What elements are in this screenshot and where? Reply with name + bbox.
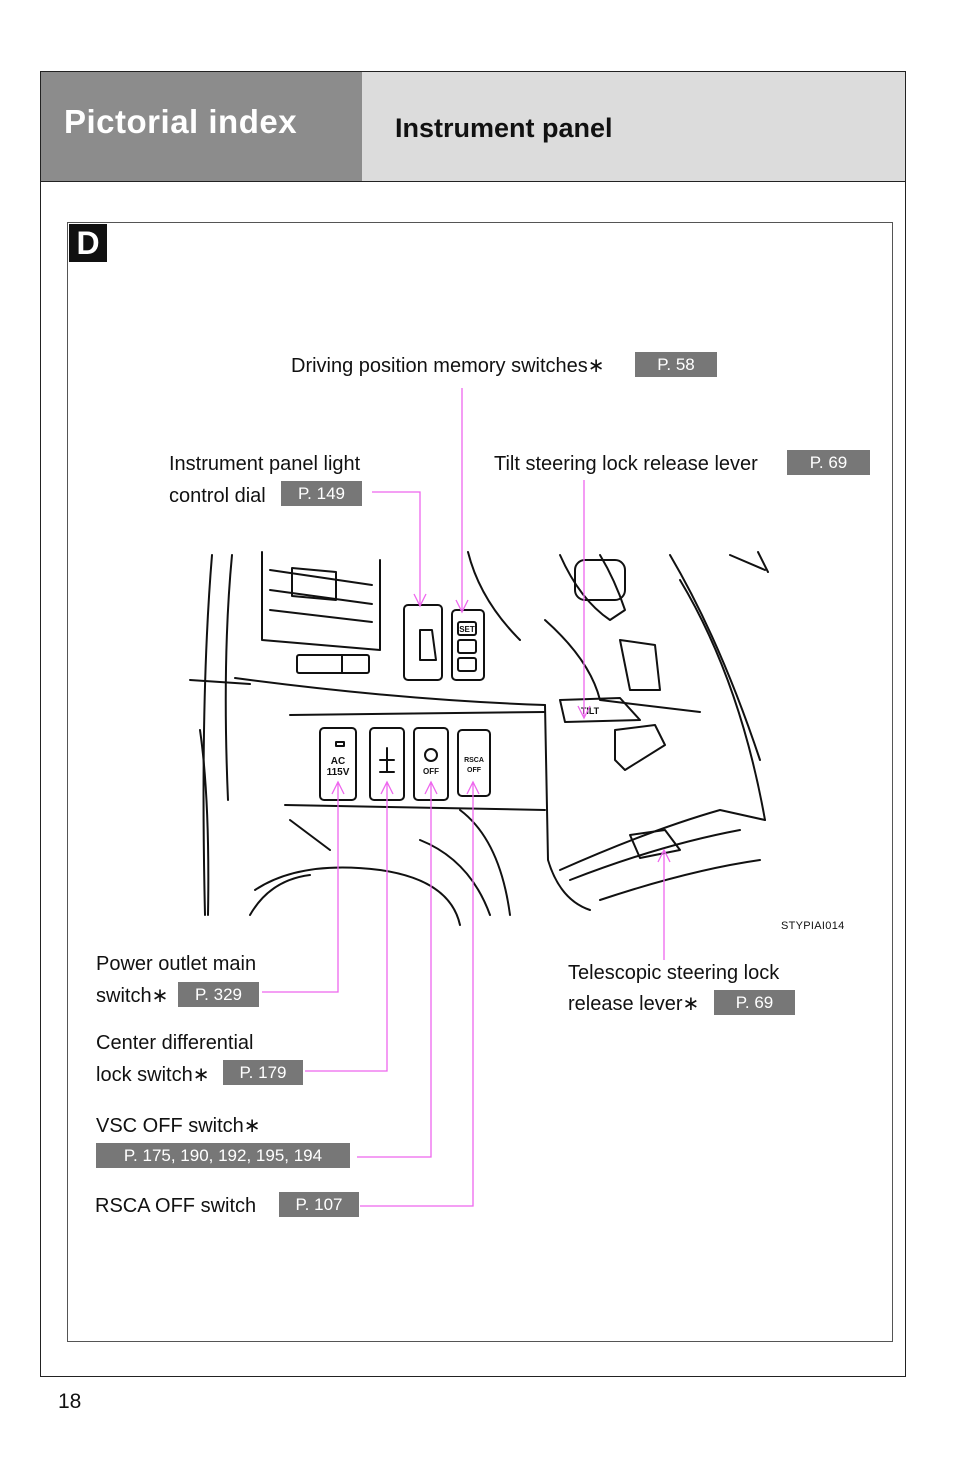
power-outlet-label-line2: switch∗: [96, 985, 169, 1007]
telescopic-page-ref[interactable]: P. 69: [714, 990, 795, 1015]
page-title: Pictorial index: [64, 103, 298, 140]
tilt-lever-page-ref[interactable]: P. 69: [787, 450, 870, 475]
vsc-leader: [357, 782, 432, 1158]
memory-switches-label: Driving position memory switches∗: [291, 355, 605, 377]
power-outlet-page-ref[interactable]: P. 329: [178, 982, 259, 1007]
center-diff-label-line1: Center differential: [96, 1032, 254, 1054]
figure-box: [67, 222, 893, 1342]
dial-label-line1: Instrument panel light: [169, 453, 361, 475]
header-tab-dark: [41, 72, 363, 181]
power-leader: [262, 782, 339, 993]
rsca-off-label: OFF: [467, 767, 482, 774]
section-badge: D: [69, 224, 107, 262]
vsc-off-page-ref[interactable]: P. 175, 190, 192, 195, 194: [96, 1143, 350, 1168]
dashboard-drawing: [189, 551, 769, 926]
ac-switch-label: AC: [331, 756, 345, 767]
section-title: Instrument panel: [395, 113, 613, 143]
vsc-off-label: VSC OFF switch∗: [96, 1115, 261, 1137]
telescopic-label-line1: Telescopic steering lock: [568, 962, 780, 984]
power-outlet-label-line1: Power outlet main: [96, 953, 257, 975]
leader-lines: [262, 388, 665, 1207]
rsca-off-label: RSCA OFF switch: [95, 1195, 257, 1217]
vsc-off-label: OFF: [423, 767, 439, 776]
dial-leader: [372, 491, 421, 605]
ac-volt-label: 115V: [327, 767, 350, 778]
telescopic-label-line2: release lever∗: [568, 993, 700, 1015]
page-number: 18: [58, 1390, 82, 1413]
rsca-off-page-ref[interactable]: P. 107: [279, 1192, 359, 1217]
set-button-label: SET: [459, 625, 475, 634]
rsca-label: RSCA: [464, 757, 484, 764]
center-diff-leader: [305, 782, 388, 1072]
tilt-lever-label: Tilt steering lock release lever: [494, 453, 758, 475]
center-diff-label-line2: lock switch∗: [96, 1064, 210, 1086]
header-tab-light: [362, 72, 905, 181]
page-frame: [40, 71, 906, 1377]
figure-code: STYPIAI014: [781, 920, 845, 932]
memory-switches-page-ref[interactable]: P. 58: [635, 352, 717, 377]
dial-label-line2: control dial: [169, 485, 266, 507]
center-diff-page-ref[interactable]: P. 179: [223, 1060, 303, 1085]
dial-page-ref[interactable]: P. 149: [281, 481, 362, 506]
header-divider: [41, 181, 905, 182]
rsca-leader: [360, 782, 474, 1207]
tilt-lever-label: TILT: [581, 706, 600, 716]
